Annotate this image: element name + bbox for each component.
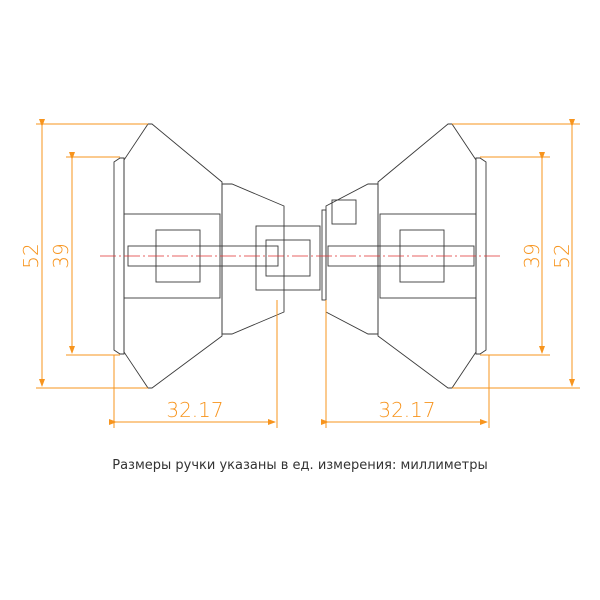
dim-left-outer: 52 xyxy=(19,243,43,268)
center-spindle xyxy=(255,209,327,301)
dimensions xyxy=(36,119,580,428)
dim-right-width: 32.17 xyxy=(378,398,435,422)
dim-right-inner: 39 xyxy=(520,243,544,268)
units-caption: Размеры ручки указаны в ед. измерения: м… xyxy=(112,458,488,473)
dim-left-inner: 39 xyxy=(49,243,73,268)
dim-right-outer: 52 xyxy=(550,243,574,268)
dim-left-width: 32.17 xyxy=(166,398,223,422)
